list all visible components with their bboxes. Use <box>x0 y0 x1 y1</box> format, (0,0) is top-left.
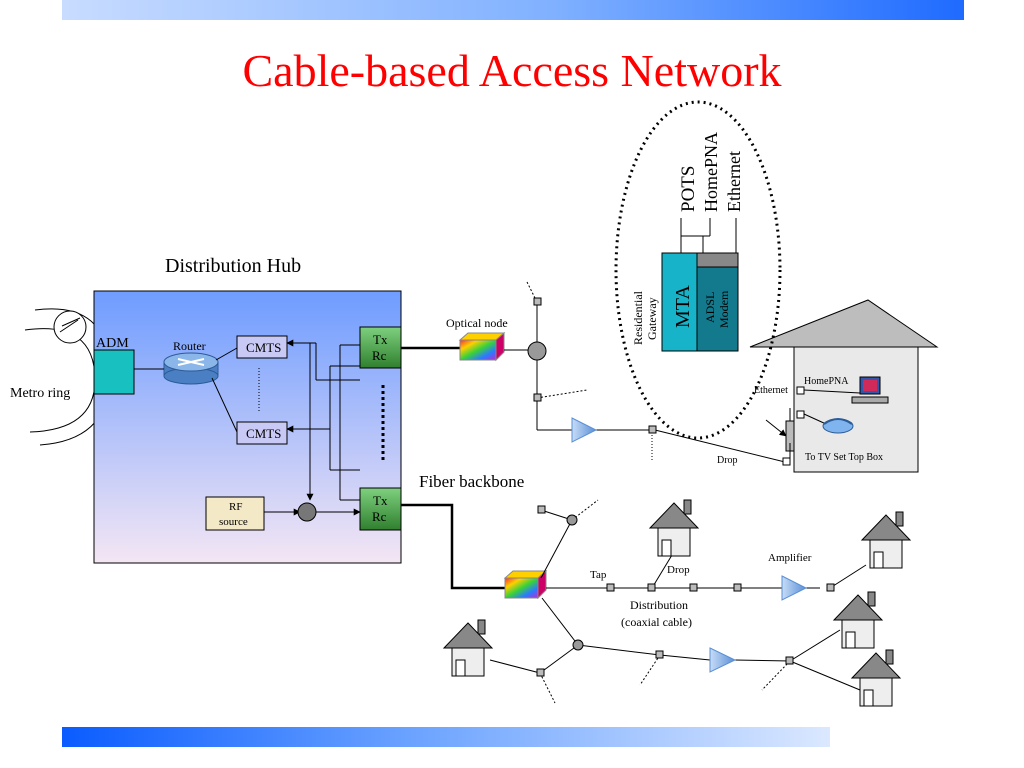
optical-node-icon <box>458 331 506 362</box>
fiber-backbone-label: Fiber backbone <box>419 472 524 491</box>
customer-house <box>749 299 939 473</box>
tap-box <box>826 583 835 592</box>
residential-line1: Residential <box>631 290 645 345</box>
tap-box <box>647 583 656 592</box>
homepna-house-label: HomePNA <box>804 376 849 387</box>
tap-box <box>533 393 542 402</box>
tap-box <box>536 668 545 677</box>
adsl-line2: Modem <box>717 290 731 328</box>
adm-label: ADM <box>96 336 129 351</box>
homepna-vertical-label: HomePNA <box>701 132 721 212</box>
to-tv-label: To TV Set Top Box <box>805 452 883 463</box>
txrc-bottom-box <box>359 487 402 531</box>
tap-box <box>785 656 794 665</box>
house-icon <box>648 499 700 557</box>
optical-node-lower-icon <box>503 569 548 600</box>
cmts-top-label: CMTS <box>246 340 281 355</box>
tap-box <box>733 583 742 592</box>
tap-box <box>537 505 546 514</box>
distribution-line1: Distribution <box>630 598 688 612</box>
router-label: Router <box>173 339 206 353</box>
tap-box <box>606 583 615 592</box>
distribution-line2: (coaxial cable) <box>621 615 692 629</box>
ethernet-vertical-label: Ethernet <box>724 151 744 212</box>
txrc-bottom-line1: Tx <box>373 493 388 508</box>
distribution-hub-label: Distribution Hub <box>165 255 301 277</box>
pots-label: POTS <box>678 166 699 212</box>
residential-gateway-callout <box>614 100 782 440</box>
txrc-top-box <box>359 326 402 369</box>
drop-lower-label: Drop <box>667 564 690 576</box>
router-icon <box>163 352 219 385</box>
adsl-modem-box <box>696 252 739 352</box>
tap-box <box>648 425 657 434</box>
residential-line2: Gateway <box>645 297 659 340</box>
house-icon <box>850 649 902 707</box>
cmts-bottom-label: CMTS <box>246 426 281 441</box>
txrc-top-line2: Rc <box>372 348 387 363</box>
txrc-top-line1: Tx <box>373 332 388 347</box>
rf-source-box <box>205 496 265 531</box>
mta-label: MTA <box>672 285 694 328</box>
tap-box <box>655 650 664 659</box>
computer-icon <box>851 376 889 404</box>
cmts-top-box <box>236 335 288 359</box>
house-icon <box>442 619 494 677</box>
top-banner-bar <box>62 0 964 20</box>
phone-icon <box>822 418 854 434</box>
adm-box <box>93 349 135 395</box>
txrc-bottom-line2: Rc <box>372 509 387 524</box>
splitter-node <box>566 514 578 526</box>
amplifier-icon <box>709 647 737 673</box>
adsl-line1: ADSL <box>703 292 717 323</box>
page-title: Cable-based Access Network <box>242 45 782 96</box>
mta-box <box>661 252 698 352</box>
tap-box <box>689 583 698 592</box>
rf-source-line1: RF <box>229 501 242 513</box>
house-icon <box>860 511 912 569</box>
drop-upper-label: Drop <box>717 455 738 466</box>
bottom-banner-bar <box>62 727 830 747</box>
splitter-node <box>572 639 584 651</box>
metro-ring-node-icon <box>53 310 87 344</box>
amplifier-icon <box>781 575 808 601</box>
combiner-node <box>297 502 317 522</box>
amplifier-icon <box>571 417 598 443</box>
cmts-bottom-box <box>236 421 288 445</box>
tap-label: Tap <box>590 569 607 581</box>
house-icon <box>832 591 884 649</box>
rf-source-line2: source <box>219 516 248 528</box>
optical-node-label: Optical node <box>446 316 508 330</box>
metro-ring-label: Metro ring <box>10 386 70 401</box>
ethernet-house-label: Ethernet <box>754 385 788 396</box>
amplifier-label: Amplifier <box>768 552 812 564</box>
optical-node-splitter <box>527 341 547 361</box>
tap-box <box>533 297 542 306</box>
